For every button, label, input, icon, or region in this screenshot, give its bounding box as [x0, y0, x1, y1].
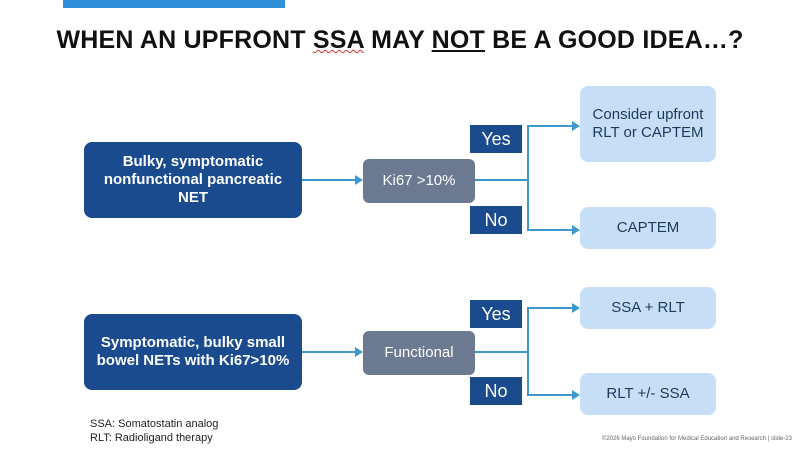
title-ssa: SSA [312, 26, 364, 54]
flow1-arrow-yes [572, 121, 580, 131]
flow1-arrow-decision [355, 175, 363, 185]
flow1-yes-tag: Yes [470, 125, 522, 153]
title-not: NOT [431, 26, 486, 54]
flow1-decision-text: Ki67 >10% [382, 172, 456, 190]
flow2-branch-no-line [527, 394, 573, 396]
flow2-arrow-decision [355, 347, 363, 357]
flow2-branch-vertical [527, 307, 529, 396]
flow2-yes-tag: Yes [470, 300, 522, 328]
flow2-connector-source [302, 351, 356, 353]
flow2-decision-text: Functional [384, 344, 454, 362]
flow1-no-outcome-text: CAPTEM [616, 219, 680, 237]
flow1-branch-no-line [527, 229, 573, 231]
slide-title: WHEN AN UPFRONT SSA MAY NOT BE A GOOD ID… [0, 26, 800, 55]
flow2-no-outcome-text: RLT +/- SSA [606, 385, 690, 403]
title-part-3: BE A GOOD IDEA…? [485, 26, 744, 54]
flow2-decision-box: Functional [363, 331, 475, 375]
flow1-source-box: Bulky, symptomatic nonfunctional pancrea… [84, 142, 302, 218]
flow1-no-tag: No [470, 206, 522, 234]
header-accent-bar [63, 0, 285, 8]
flow1-source-text: Bulky, symptomatic nonfunctional pancrea… [103, 153, 283, 206]
flow1-branch-yes-line [527, 125, 573, 127]
flow2-source-text: Symptomatic, bulky small bowel NETs with… [96, 334, 290, 369]
legend-ssa: SSA: Somatostatin analog [90, 418, 219, 430]
copyright-footer: ©2026 Mayo Foundation for Medical Educat… [601, 436, 792, 442]
title-part-2: MAY [363, 26, 432, 54]
flow2-no-outcome-box: RLT +/- SSA [580, 373, 716, 415]
flow2-no-tag: No [470, 377, 522, 405]
flow1-connector-decision [475, 179, 528, 181]
flow2-arrow-yes [572, 303, 580, 313]
flow2-yes-label: Yes [481, 303, 511, 324]
flow1-branch-vertical [527, 125, 529, 231]
flow1-yes-outcome-box: Consider upfront RLT or CAPTEM [580, 86, 716, 162]
flow2-yes-outcome-box: SSA + RLT [580, 287, 716, 329]
flow2-yes-outcome-text: SSA + RLT [611, 299, 685, 317]
flow1-yes-outcome-text: Consider upfront RLT or CAPTEM [592, 106, 704, 141]
flow2-source-box: Symptomatic, bulky small bowel NETs with… [84, 314, 302, 390]
flow1-arrow-no [572, 225, 580, 235]
flow1-no-outcome-box: CAPTEM [580, 207, 716, 249]
flow2-no-label: No [484, 380, 508, 401]
flow1-connector-source [302, 179, 356, 181]
title-part-1: WHEN AN UPFRONT [56, 26, 313, 54]
flow1-decision-box: Ki67 >10% [363, 159, 475, 203]
legend-rlt: RLT: Radioligand therapy [90, 432, 213, 444]
flow2-connector-decision [475, 351, 528, 353]
flow1-no-label: No [484, 209, 508, 230]
flow2-branch-yes-line [527, 307, 573, 309]
flow2-arrow-no [572, 390, 580, 400]
flow1-yes-label: Yes [481, 128, 511, 149]
